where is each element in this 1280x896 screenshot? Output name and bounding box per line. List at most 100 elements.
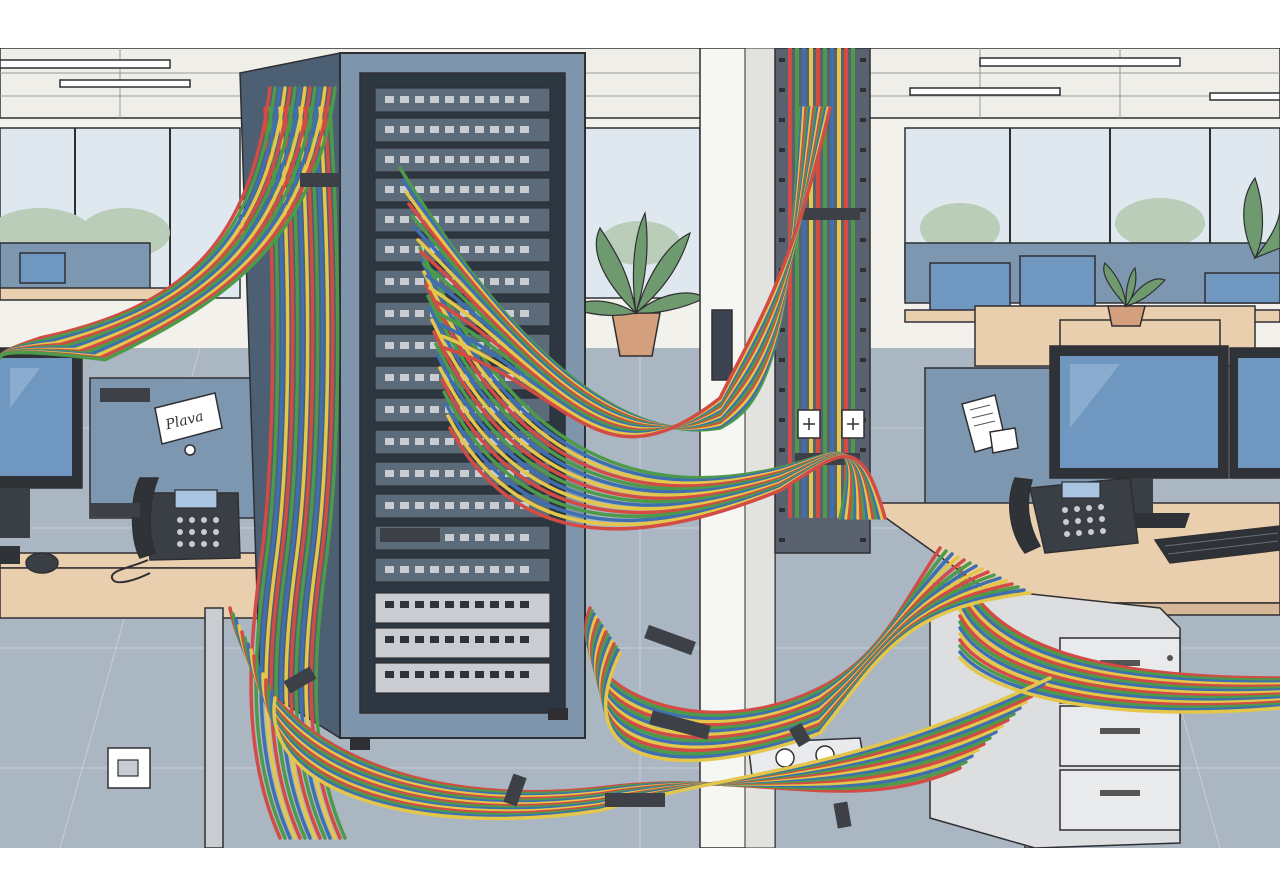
- rack-port: [445, 186, 454, 193]
- pinned-notes-right: [961, 394, 1019, 454]
- rack-port: [445, 566, 454, 573]
- rack-port: [415, 566, 424, 573]
- rack-port: [520, 186, 529, 193]
- rack-port: [490, 342, 499, 349]
- rack-port: [475, 438, 484, 445]
- rack-port: [415, 601, 424, 608]
- rack-port: [415, 438, 424, 445]
- keyboard-left: [0, 546, 20, 564]
- cable-tie: [644, 624, 696, 656]
- rack-units: [374, 87, 551, 694]
- rack-port: [400, 671, 409, 678]
- rack-port: [445, 470, 454, 477]
- rack-port: [430, 566, 439, 573]
- rack-port: [490, 601, 499, 608]
- monitor-right-2: [1229, 347, 1280, 479]
- rack-port: [415, 502, 424, 509]
- rack-port: [385, 470, 394, 477]
- rack-port: [490, 438, 499, 445]
- rack-port: [415, 374, 424, 381]
- server-rack: [239, 52, 586, 750]
- rack-port: [445, 156, 454, 163]
- cable-tie: [100, 388, 150, 402]
- network-cable: [272, 676, 1052, 821]
- rack-port: [415, 671, 424, 678]
- rack-port: [490, 96, 499, 103]
- rack-port: [385, 186, 394, 193]
- rack-port: [415, 342, 424, 349]
- rack-port: [490, 470, 499, 477]
- network-cable: [259, 106, 292, 840]
- rack-port: [520, 601, 529, 608]
- monitor-left: [0, 347, 83, 538]
- rack-port: [460, 186, 469, 193]
- plant-window-right: [1243, 176, 1280, 260]
- rack-port: [460, 671, 469, 678]
- rack-port: [385, 374, 394, 381]
- rack-port: [400, 246, 409, 253]
- rack-port: [460, 156, 469, 163]
- rack-port: [520, 566, 529, 573]
- rack-port: [430, 636, 439, 643]
- rack-port: [400, 156, 409, 163]
- rack-port: [385, 636, 394, 643]
- network-cable: [958, 632, 1280, 704]
- rack-port: [520, 438, 529, 445]
- rack-port: [415, 636, 424, 643]
- rack-port: [475, 534, 484, 541]
- rack-port: [475, 406, 484, 413]
- scene-canvas: Plava: [0, 48, 1280, 848]
- rack-port: [400, 310, 409, 317]
- rack-port: [415, 186, 424, 193]
- network-cable: [958, 626, 1280, 702]
- rack-port: [505, 278, 514, 285]
- rack-port: [400, 374, 409, 381]
- rack-port: [475, 186, 484, 193]
- rack-port: [460, 601, 469, 608]
- rack-port: [430, 374, 439, 381]
- rack-port: [385, 278, 394, 285]
- network-cable: [958, 584, 1280, 686]
- rack-port: [505, 216, 514, 223]
- rack-port: [445, 671, 454, 678]
- rack-port: [400, 601, 409, 608]
- cable-tie: [649, 710, 711, 740]
- rack-port: [490, 186, 499, 193]
- network-cable: [0, 86, 337, 362]
- rack-port: [415, 96, 424, 103]
- network-cable: [448, 426, 887, 531]
- rack-port: [400, 216, 409, 223]
- desk-left-leg: [204, 607, 224, 848]
- ceiling-lights: [0, 57, 1280, 101]
- keyboard-right: [1153, 525, 1280, 564]
- cable-tie: [788, 722, 812, 748]
- potted-plant-center: [568, 211, 707, 357]
- sticky-note: Plava: [154, 392, 223, 456]
- rack-port: [460, 534, 469, 541]
- rack-port: [385, 671, 394, 678]
- rack-port: [505, 310, 514, 317]
- rack-port: [505, 186, 514, 193]
- rack-port: [490, 636, 499, 643]
- cable-tie: [503, 773, 527, 807]
- network-cable: [958, 602, 1280, 693]
- rack-port: [415, 406, 424, 413]
- rack-port: [445, 96, 454, 103]
- rack-port: [430, 96, 439, 103]
- rack-port: [490, 566, 499, 573]
- rack-port: [400, 438, 409, 445]
- rack-port: [415, 156, 424, 163]
- rack-port: [475, 636, 484, 643]
- rack-port: [400, 342, 409, 349]
- rack-port: [520, 636, 529, 643]
- rack-port: [460, 216, 469, 223]
- rack-port: [400, 566, 409, 573]
- network-cable: [958, 578, 1280, 684]
- rack-port: [520, 278, 529, 285]
- cable-ties: [90, 173, 852, 829]
- cable-tie: [300, 173, 340, 187]
- rack-port: [505, 534, 514, 541]
- rack-port: [505, 126, 514, 133]
- rack-port: [460, 246, 469, 253]
- rack-port: [400, 186, 409, 193]
